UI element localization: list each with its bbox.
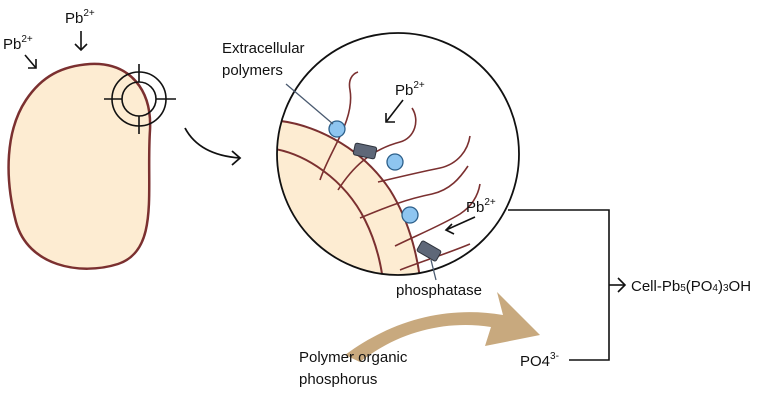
- phosphatase-enzyme: [352, 142, 378, 160]
- substrate-conversion-arrow: [345, 292, 540, 362]
- product-label: Cell-Pb5(PO4)3OH: [631, 278, 751, 295]
- phosphatase-label: phosphatase: [396, 282, 482, 299]
- magnifier-crosshair-icon: [104, 64, 176, 134]
- bacterial-cell: [7, 62, 152, 270]
- pb-label-zoom-2: Pb2+: [466, 197, 496, 216]
- pb-label-zoom-1: Pb2+: [395, 80, 425, 99]
- pb-arrow-left-1: [24, 54, 37, 69]
- extracellular-leader-line: [285, 83, 334, 125]
- pb-arrow-zoom-2: [444, 216, 476, 235]
- phosphatase-enzyme: [416, 240, 442, 262]
- pb-label-left-1: Pb2+: [3, 34, 33, 53]
- reaction-connector: [508, 209, 627, 361]
- pb-arrow-zoom-1: [385, 99, 404, 123]
- pb-arrow-left-2: [74, 31, 88, 52]
- phosphate-ion-label: PO43-: [520, 351, 559, 370]
- binding-site-bead: [386, 153, 404, 171]
- binding-site-bead: [328, 120, 346, 138]
- phosphatase-leader-line: [430, 259, 437, 281]
- extracellular-polymers-label: Extracellular polymers: [222, 40, 309, 79]
- binding-site-bead: [401, 206, 419, 224]
- zoom-arrow: [184, 127, 242, 166]
- pb-label-left-2: Pb2+: [65, 8, 95, 27]
- substrate-label: Polymer organic phosphorus: [299, 349, 412, 388]
